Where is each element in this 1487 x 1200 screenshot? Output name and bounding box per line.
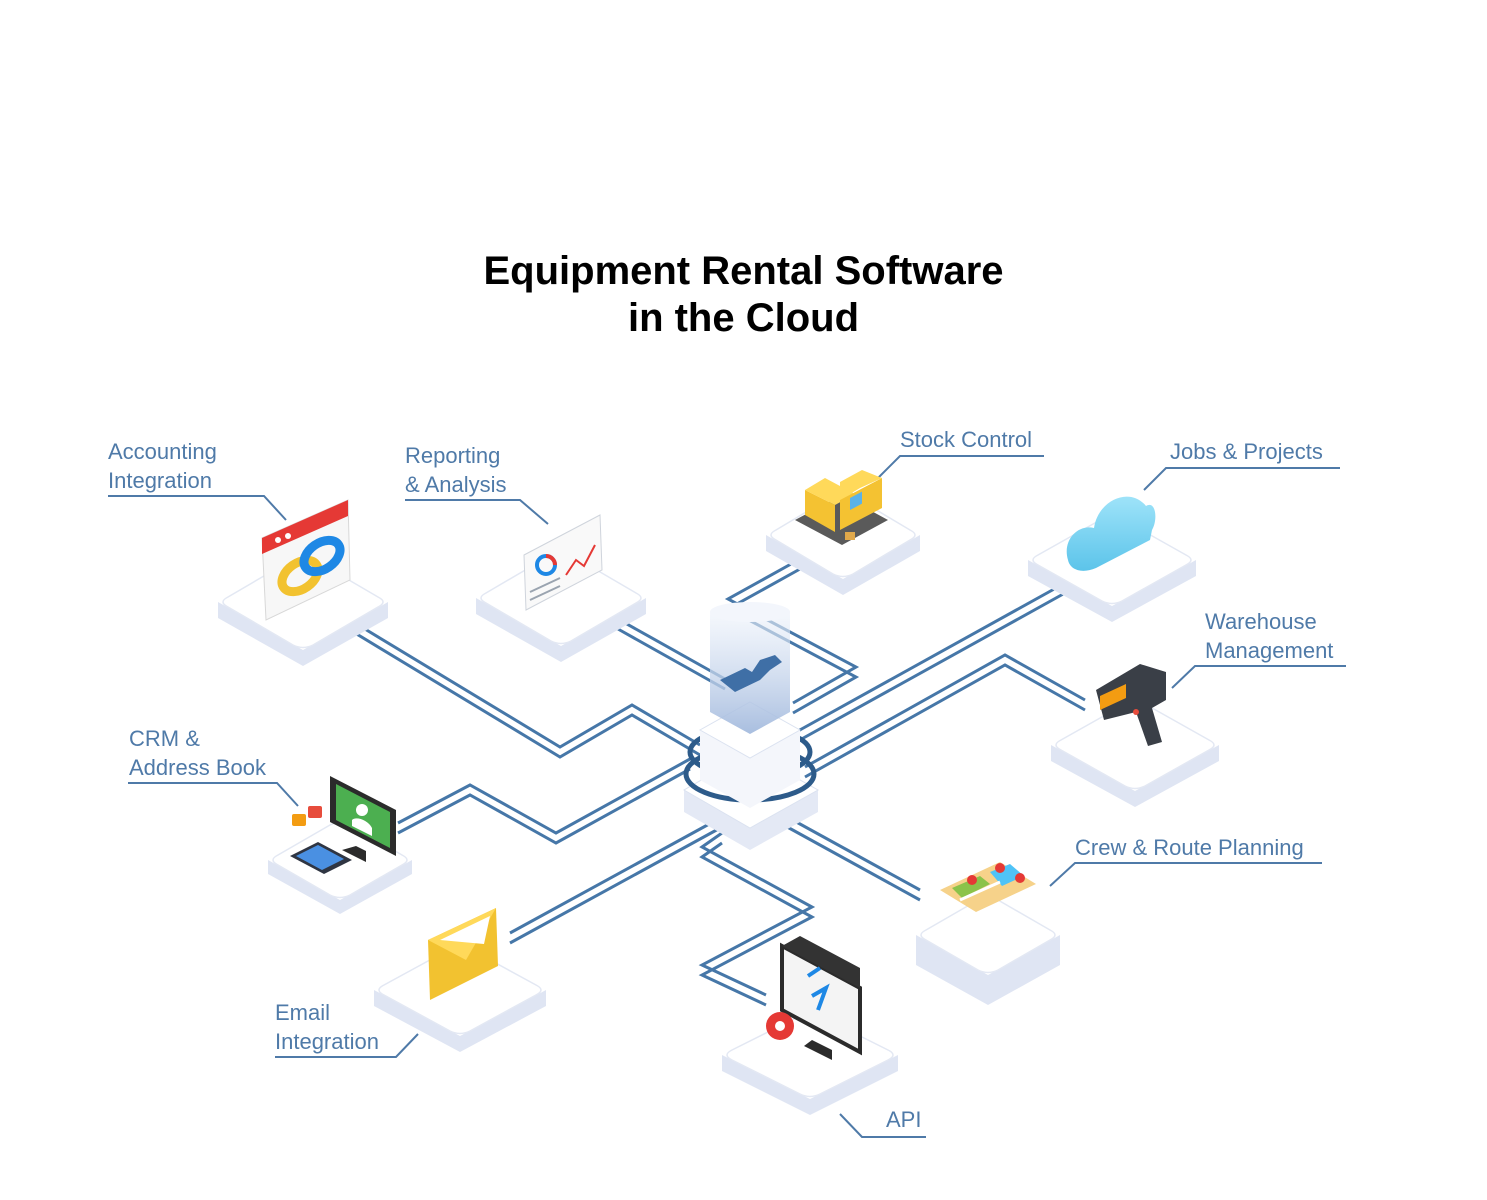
label-leader-line [405,499,549,525]
analytics-board-icon [523,514,603,611]
server-hub-icon [682,602,820,850]
label-line: Warehouse [1205,609,1317,634]
label-leader-line [1171,665,1346,689]
label-line: & Analysis [405,472,507,497]
label-leader-line [1143,467,1340,491]
connector-line [509,825,723,945]
connector-line [509,815,723,935]
label-line: Integration [108,468,212,493]
cloud-icon [1066,496,1156,571]
label-line: Jobs & Projects [1170,439,1323,464]
connector-line [779,811,921,892]
label-leader-line [108,495,287,521]
envelope-icon [428,908,498,1000]
platform-side [374,990,546,1052]
label-api: API [886,1105,921,1134]
label-line: Reporting [405,443,501,468]
warehouse-building-icon [795,470,888,545]
connector-line [797,581,1066,733]
label-jobs: Jobs & Projects [1170,437,1323,466]
label-line: Management [1205,638,1334,663]
label-crew: Crew & Route Planning [1075,833,1304,862]
title-line-2: in the Cloud [627,296,860,340]
platform-side [916,935,1060,1005]
label-leader-line [877,455,1044,479]
connector-line [779,821,921,902]
route-map-icon [940,862,1036,912]
diagram-title: Equipment Rental Software in the Cloud [0,248,1487,342]
link-window-icon [261,499,351,621]
platform-side [268,860,412,914]
title-line-1: Equipment Rental Software [483,249,1004,293]
label-leaders [108,455,1346,1138]
connector-line [397,767,691,845]
platform-side [722,1055,898,1115]
label-leader-line [1049,862,1322,887]
platform-side [766,535,920,595]
label-stock: Stock Control [900,425,1032,454]
label-accounting: Accounting Integration [108,437,217,495]
platform-side [1028,560,1196,622]
label-line: Integration [275,1029,379,1054]
label-leader-line [275,1033,419,1058]
api-monitor-gear-icon [766,936,862,1060]
connector-line [354,621,701,749]
label-email: Email Integration [275,998,379,1056]
label-line: Stock Control [900,427,1033,452]
label-reporting: Reporting & Analysis [405,441,507,499]
connector-line [397,757,691,835]
connector-line [804,663,1086,779]
label-line: Accounting [108,439,217,464]
connector-line [804,653,1086,769]
platform-side [1051,745,1219,807]
platform-side [218,602,388,666]
label-leader-line [128,782,299,807]
label-line: Crew & Route Planning [1075,835,1304,860]
connector-line [617,617,726,681]
platform-side [476,598,646,662]
label-line: CRM & [129,726,200,751]
label-warehouse: Warehouse Management [1205,607,1333,665]
connector-line [698,841,816,1007]
connector-line [617,627,726,691]
connector-line [724,567,860,715]
label-line: API [886,1107,922,1132]
label-leader-line [839,1113,926,1138]
label-line: Email [275,1000,331,1025]
barcode-scanner-icon [1096,664,1166,746]
label-line: Address Book [129,755,266,780]
monitor-contacts-icon [290,776,396,874]
connector-line [698,831,816,997]
connectors [354,557,1086,1007]
connector-line [797,591,1066,743]
label-crm: CRM & Address Book [129,724,266,782]
connector-line [354,631,701,759]
connector-line [724,557,860,705]
